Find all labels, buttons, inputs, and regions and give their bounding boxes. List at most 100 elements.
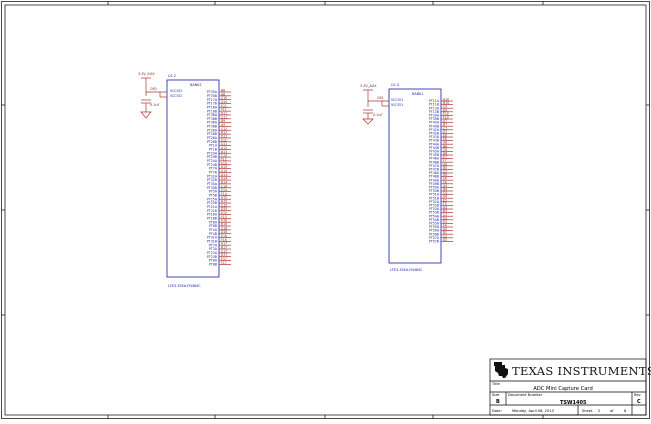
pin-number: C12 (221, 127, 227, 131)
pin-name: PT42A (429, 128, 440, 132)
pin-number: B4 (443, 188, 447, 192)
pin-name: PT7A (209, 167, 218, 171)
company-name: Texas Instruments (512, 364, 651, 378)
pin-name: PT3A (209, 247, 218, 251)
pin-name: PT31B (207, 239, 217, 243)
fpga-bank2-symbol[interactable]: U1.2 BANK2 LFE3-35EA-FN484C VCCIO2 VCCIO… (138, 72, 231, 288)
pin-number: D14 (221, 177, 227, 181)
u13-decap-value: 0.1uF (373, 113, 383, 117)
pin-number: D9 (443, 108, 447, 112)
u12-bank-label: BANK2 (190, 83, 202, 87)
pin-name: PT24A (207, 159, 218, 163)
pin-name: PT38B (207, 117, 217, 121)
pin-number: B8 (221, 89, 225, 93)
pin-number: A6 (443, 141, 447, 145)
pin-name: PT18A (207, 213, 218, 217)
pin-name: PT28A (207, 136, 218, 140)
pin-number: F4 (443, 224, 447, 228)
u13-body (388, 88, 442, 264)
pin-name: PT8A (209, 259, 218, 263)
pin-name: PT43B (429, 139, 439, 143)
pin-name: PT30A (207, 182, 218, 186)
pin-name: PT40A (429, 121, 440, 125)
pin-number: E4 (443, 220, 447, 224)
pin-number: B15 (221, 200, 227, 204)
u12-power-pin: VCCIO2 (170, 94, 182, 98)
pin-number: B7 (443, 123, 447, 127)
u12-decap-value: 0.1uF (150, 103, 160, 107)
pin-name: PT25A (207, 197, 218, 201)
pin-number: E11 (221, 104, 227, 108)
pin-name: PT31A (207, 236, 218, 240)
pin-number: E16 (221, 234, 227, 238)
pin-name: PT29A (207, 151, 218, 155)
pin-name: PT23B (207, 255, 217, 259)
pin-number: F10 (443, 116, 449, 120)
u13-power-pin: VCCIO1 (391, 103, 403, 107)
pin-name: PT57B (429, 240, 439, 244)
pin-name: PT51A (429, 193, 440, 197)
u13-decap-ref: C61 (377, 96, 384, 100)
pin-number: A17 (221, 242, 227, 246)
size-label: Size (492, 393, 500, 397)
pin-number: C13 (221, 154, 227, 158)
pin-name: PT36B (207, 125, 217, 129)
pin-name: PT7B (209, 171, 217, 175)
pin-name: PT17B (207, 102, 217, 106)
pin-number: F12 (221, 157, 227, 161)
pin-name: PT35A (207, 90, 218, 94)
pin-number: A8 (221, 92, 225, 96)
pin-name: PT29B (207, 155, 217, 159)
pin-name: PT51B (429, 196, 439, 200)
pin-number: D11 (221, 111, 227, 115)
pin-number: D7 (443, 130, 447, 134)
pin-number: A16 (221, 219, 227, 223)
pin-number: D5 (443, 173, 447, 177)
pin-number: B13 (221, 150, 227, 154)
pin-number: F8 (443, 137, 447, 141)
pin-number: B2 (443, 231, 447, 235)
pin-number: E7 (443, 155, 447, 159)
pin-number: B17 (221, 246, 227, 250)
pin-number: B14 (221, 180, 227, 184)
u12-body (166, 79, 220, 278)
pin-name: PT48B (429, 175, 439, 179)
pin-name: PT36A (207, 121, 218, 125)
pin-number: A12 (221, 146, 227, 150)
sheet-of-label: of (610, 409, 614, 413)
pin-number: B16 (221, 223, 227, 227)
sheet-number: 2 (598, 409, 600, 413)
u12-part-number: LFE3-35EA-FN484C (168, 284, 201, 288)
pin-number: F17 (221, 261, 227, 265)
pin-number: C2 (443, 234, 447, 238)
pin-name: PT13B (429, 110, 439, 114)
pin-number: A4 (443, 184, 447, 188)
pin-name: PT28B (207, 140, 217, 144)
pin-name: PT21A (207, 205, 218, 209)
pin-name: PT47A (429, 164, 440, 168)
pin-name: PT16A (207, 105, 218, 109)
pin-number: D4 (443, 195, 447, 199)
pin-number: C5 (443, 170, 447, 174)
doc-number-label: Document Number (508, 393, 543, 397)
inner-border (4, 4, 647, 416)
pin-number: E5 (443, 198, 447, 202)
pin-name: PT45A (429, 150, 440, 154)
pin-name: PT18B (207, 216, 217, 220)
ground-icon (362, 118, 374, 125)
pin-name: PT4B (209, 232, 217, 236)
pin-number: F5 (443, 202, 447, 206)
pin-name: PT49B (429, 182, 439, 186)
rev-label: Rev (634, 393, 642, 397)
ground-icon (140, 111, 152, 119)
pin-name: PT5A (209, 190, 218, 194)
title-block: Texas Instruments Title ADC Mini Capture… (489, 358, 651, 416)
pin-name: PT7A (209, 243, 218, 247)
fpga-bank1-symbol[interactable]: U1.3 BANK1 LFE3-35EA-FN484C VCCIO1 VCCIO… (360, 83, 453, 272)
pin-number: D12 (221, 134, 227, 138)
pin-number: D15 (221, 207, 227, 211)
pin-name: PT43A (429, 135, 440, 139)
